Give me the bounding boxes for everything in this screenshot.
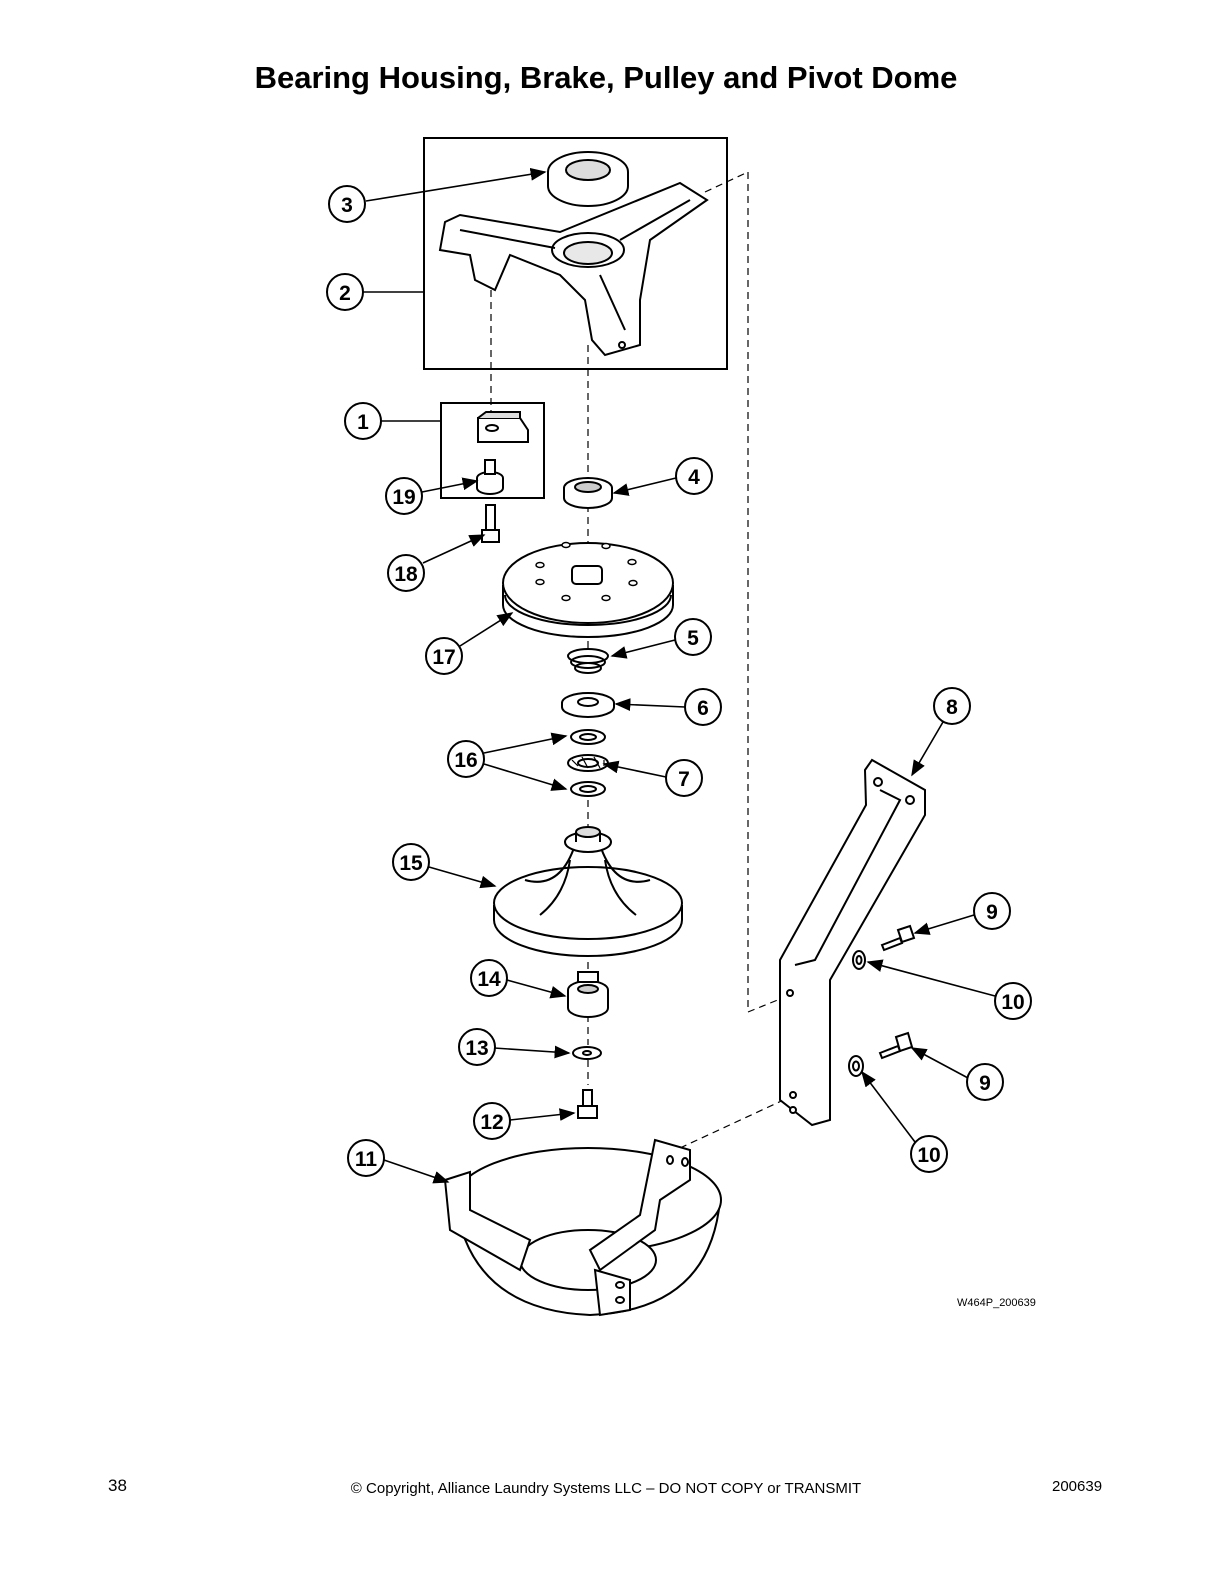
part-bracket [779, 758, 926, 1127]
callout-10-upper: 10 [994, 982, 1032, 1020]
svg-text:16: 16 [454, 749, 477, 772]
part-spring [567, 648, 609, 674]
callout-5: 5 [674, 618, 712, 656]
part-bolt-9b [878, 1031, 914, 1060]
callout-9-lower: 9 [966, 1063, 1004, 1101]
callout-3: 3 [328, 185, 366, 223]
svg-text:12: 12 [480, 1111, 503, 1134]
svg-text:19: 19 [392, 486, 415, 509]
callout-7: 7 [665, 759, 703, 797]
svg-text:6: 6 [697, 697, 709, 720]
part-washer-13 [572, 1046, 602, 1060]
part-washer-10a [852, 950, 866, 970]
svg-text:3: 3 [341, 194, 353, 217]
svg-text:13: 13 [465, 1037, 488, 1060]
part-washer-16a [570, 729, 606, 745]
copyright-notice: © Copyright, Alliance Laundry Systems LL… [350, 1480, 862, 1497]
page-title: Bearing Housing, Brake, Pulley and Pivot… [254, 60, 958, 95]
part-bearing-housing [438, 181, 709, 357]
svg-text:9: 9 [979, 1072, 991, 1095]
pulley-holes [535, 541, 638, 602]
part-thrust-bearing [567, 754, 609, 772]
callout-6: 6 [684, 688, 722, 726]
part-seal [563, 477, 613, 509]
part-plate [477, 411, 529, 443]
figure-id: W464P_200639 [957, 1297, 1036, 1309]
callout-4: 4 [675, 457, 713, 495]
page-number: 38 [108, 1476, 127, 1495]
part-washer-6 [561, 692, 615, 718]
svg-text:17: 17 [432, 646, 455, 669]
callout-13: 13 [458, 1028, 496, 1066]
callout-18: 18 [387, 554, 425, 592]
svg-text:10: 10 [917, 1144, 940, 1167]
callout-2: 2 [326, 273, 364, 311]
svg-text:15: 15 [399, 852, 423, 875]
svg-text:7: 7 [678, 768, 690, 791]
part-washer-16b [570, 781, 606, 797]
part-bushing-19 [476, 459, 504, 495]
svg-text:1: 1 [357, 411, 369, 434]
part-clutch-hub [567, 971, 609, 1018]
callout-1: 1 [344, 402, 382, 440]
callout-15: 15 [392, 843, 430, 881]
svg-text:2: 2 [339, 282, 351, 305]
leader-lines [363, 167, 996, 1184]
callout-11: 11 [347, 1139, 385, 1177]
svg-text:5: 5 [687, 627, 699, 650]
part-pivot-dome [443, 1138, 722, 1317]
svg-text:14: 14 [477, 968, 501, 991]
svg-text:11: 11 [355, 1148, 378, 1171]
svg-text:8: 8 [946, 696, 958, 719]
callout-9-upper: 9 [973, 892, 1011, 930]
callout-19: 19 [385, 477, 423, 515]
callout-8: 8 [933, 687, 971, 725]
part-screw-18 [481, 504, 500, 543]
part-bolt-12 [577, 1089, 598, 1119]
assembly-box-bearing-housing [423, 137, 728, 370]
assembly-box-kit-1 [440, 402, 545, 499]
part-bolt-9a [880, 924, 916, 952]
callout-17: 17 [425, 637, 463, 675]
document-number: 200639 [1052, 1478, 1103, 1495]
part-washer-10b [848, 1055, 864, 1077]
svg-text:4: 4 [688, 466, 700, 489]
svg-text:10: 10 [1001, 991, 1024, 1014]
svg-text:9: 9 [986, 901, 998, 924]
callout-14: 14 [470, 959, 508, 997]
part-bearing [547, 151, 629, 207]
callout-12: 12 [473, 1102, 511, 1140]
callout-16: 16 [447, 740, 485, 778]
callout-10-lower: 10 [910, 1135, 948, 1173]
part-brake [493, 826, 683, 957]
svg-text:18: 18 [394, 563, 418, 586]
part-pulley [502, 542, 674, 638]
